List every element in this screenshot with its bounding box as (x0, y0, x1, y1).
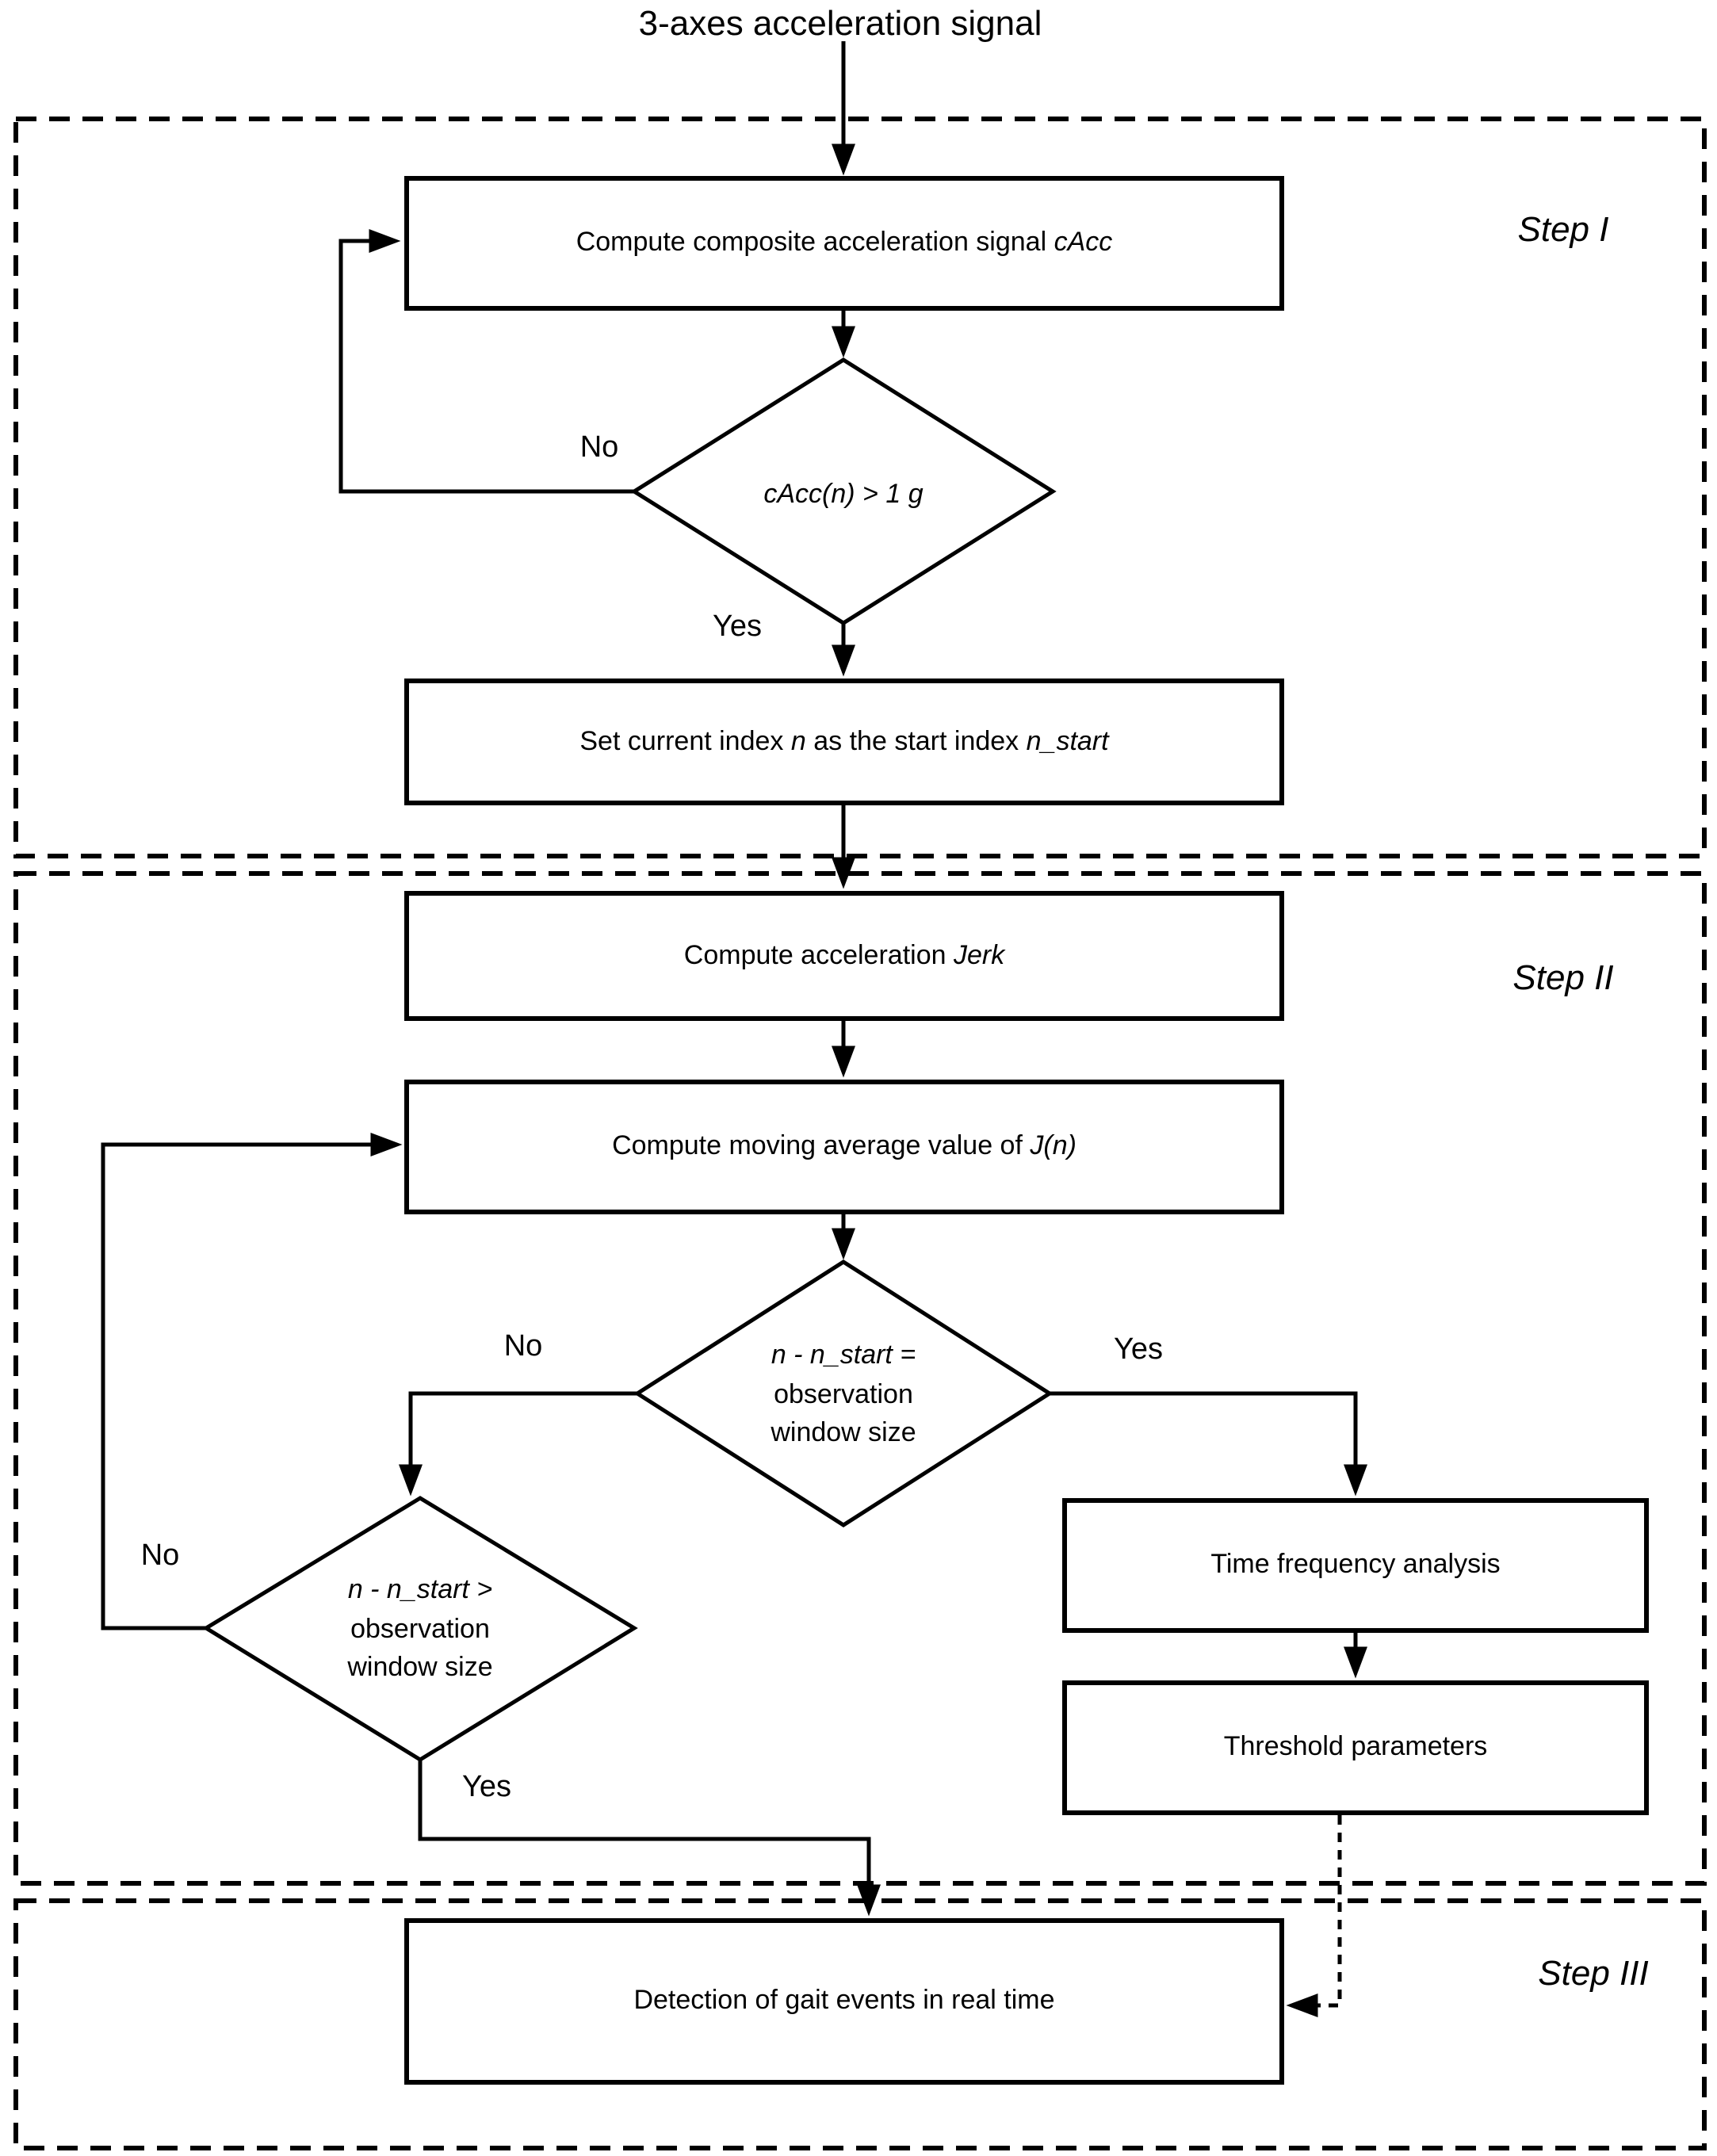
decision-diamond-cacc (630, 357, 1057, 625)
process-box-moving-average: Compute moving average value of J(n) (404, 1080, 1284, 1214)
edge-decision-eq-no (399, 1391, 637, 1497)
decision-diamond-window-gt (202, 1496, 638, 1762)
gait-detection-text: Detection of gait events in real time (633, 1985, 1055, 2016)
decision-window-eq-line2: observation (774, 1378, 913, 1409)
step1-region-border (13, 117, 1707, 858)
moving-average-text: Compute moving average value of J(n) (612, 1130, 1076, 1161)
branch-label-no-cacc: No (579, 431, 619, 464)
flowchart-title: 3-axes acceleration signal (638, 3, 1042, 43)
edge-decision-gt-yes (418, 1760, 881, 1917)
decision-window-eq-line3: window size (771, 1417, 916, 1448)
decision-diamond-window-eq (633, 1260, 1054, 1527)
compute-jerk-text: Compute acceleration Jerk (683, 939, 1005, 970)
decision-window-eq-line1: n - n_start = (771, 1340, 916, 1370)
edge-decision-gt-no-loop (101, 1133, 403, 1630)
process-box-compute-jerk: Compute acceleration Jerk (404, 891, 1284, 1021)
compute-cacc-text: Compute composite acceleration signal cA… (576, 227, 1113, 258)
process-box-compute-cacc: Compute composite acceleration signal cA… (404, 176, 1284, 311)
edge-decision-cacc-no-loop (338, 229, 634, 494)
process-box-set-index: Set current index n as the start index n… (404, 679, 1284, 805)
decision-cacc-condition: cAcc(n) > 1 g (763, 479, 924, 509)
process-box-time-frequency: Time frequency analysis (1062, 1498, 1649, 1633)
branch-label-yes-window-eq: Yes (1114, 1333, 1163, 1367)
process-box-threshold-params: Threshold parameters (1062, 1680, 1649, 1815)
set-index-text: Set current index n as the start index n… (579, 725, 1109, 756)
process-box-gait-detection: Detection of gait events in real time (404, 1918, 1284, 2085)
branch-label-no-window-gt: No (140, 1539, 180, 1573)
branch-label-yes-cacc: Yes (713, 610, 762, 644)
time-frequency-text: Time frequency analysis (1210, 1549, 1501, 1580)
decision-window-gt-text: n - n_start > observation window size (246, 1571, 595, 1688)
threshold-params-text: Threshold parameters (1223, 1731, 1488, 1762)
edge-threshold-to-detection-dashed (1286, 1815, 1342, 2017)
decision-window-gt-line2: observation (350, 1613, 490, 1644)
branch-label-yes-window-gt: Yes (462, 1771, 511, 1804)
decision-window-gt-line3: window size (347, 1652, 493, 1683)
branch-label-no-window-eq: No (503, 1330, 543, 1363)
decision-window-gt-line1: n - n_start > (347, 1574, 493, 1604)
step2-region-border (13, 871, 1707, 1886)
step2-label: Step II (1512, 958, 1614, 997)
decision-window-eq-text: n - n_start = observation window size (669, 1336, 1018, 1454)
step1-label: Step I (1517, 209, 1609, 249)
edge-decision-eq-yes (1050, 1391, 1367, 1497)
step3-label: Step III (1538, 1953, 1649, 1993)
